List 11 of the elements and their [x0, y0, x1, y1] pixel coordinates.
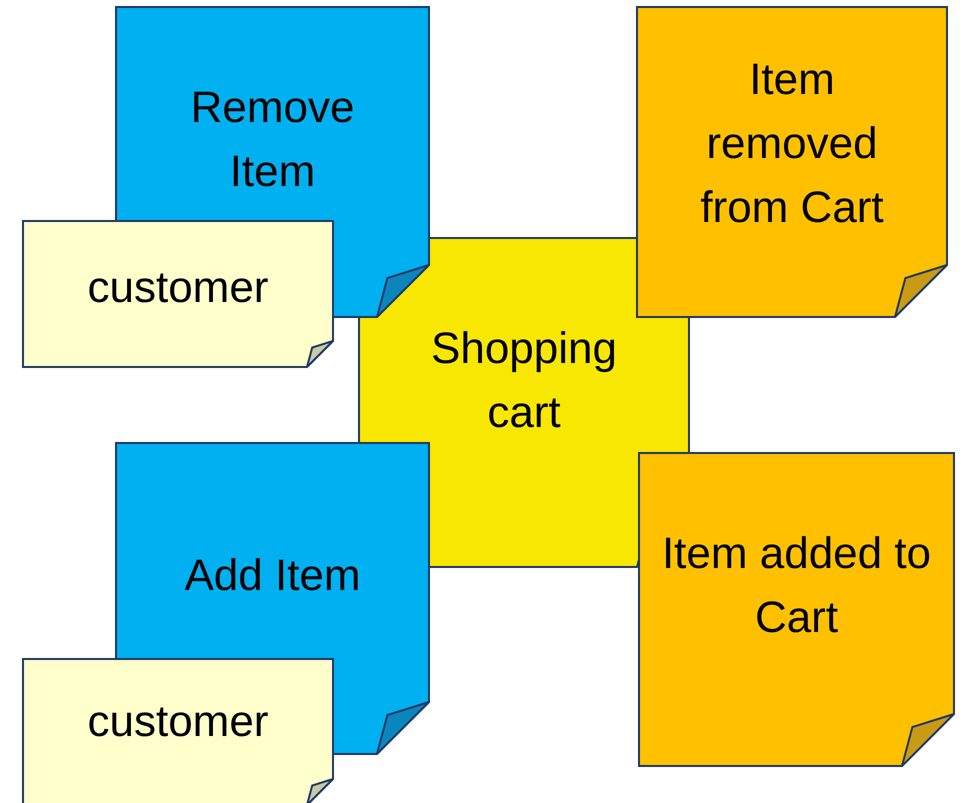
note-text: Item added to Cart: [662, 528, 932, 644]
note-text: Item removed from Cart: [699, 54, 885, 234]
sticky-note: [638, 452, 955, 767]
note-text: customer: [86, 696, 270, 748]
note-text: Remove Item: [190, 82, 356, 198]
note-text: Add Item: [183, 550, 362, 602]
note-text: Shopping cart: [430, 323, 618, 439]
note-text: customer: [86, 262, 270, 314]
sticky-note: [22, 220, 334, 368]
sticky-note: [22, 658, 334, 803]
sticky-note: [636, 6, 948, 318]
